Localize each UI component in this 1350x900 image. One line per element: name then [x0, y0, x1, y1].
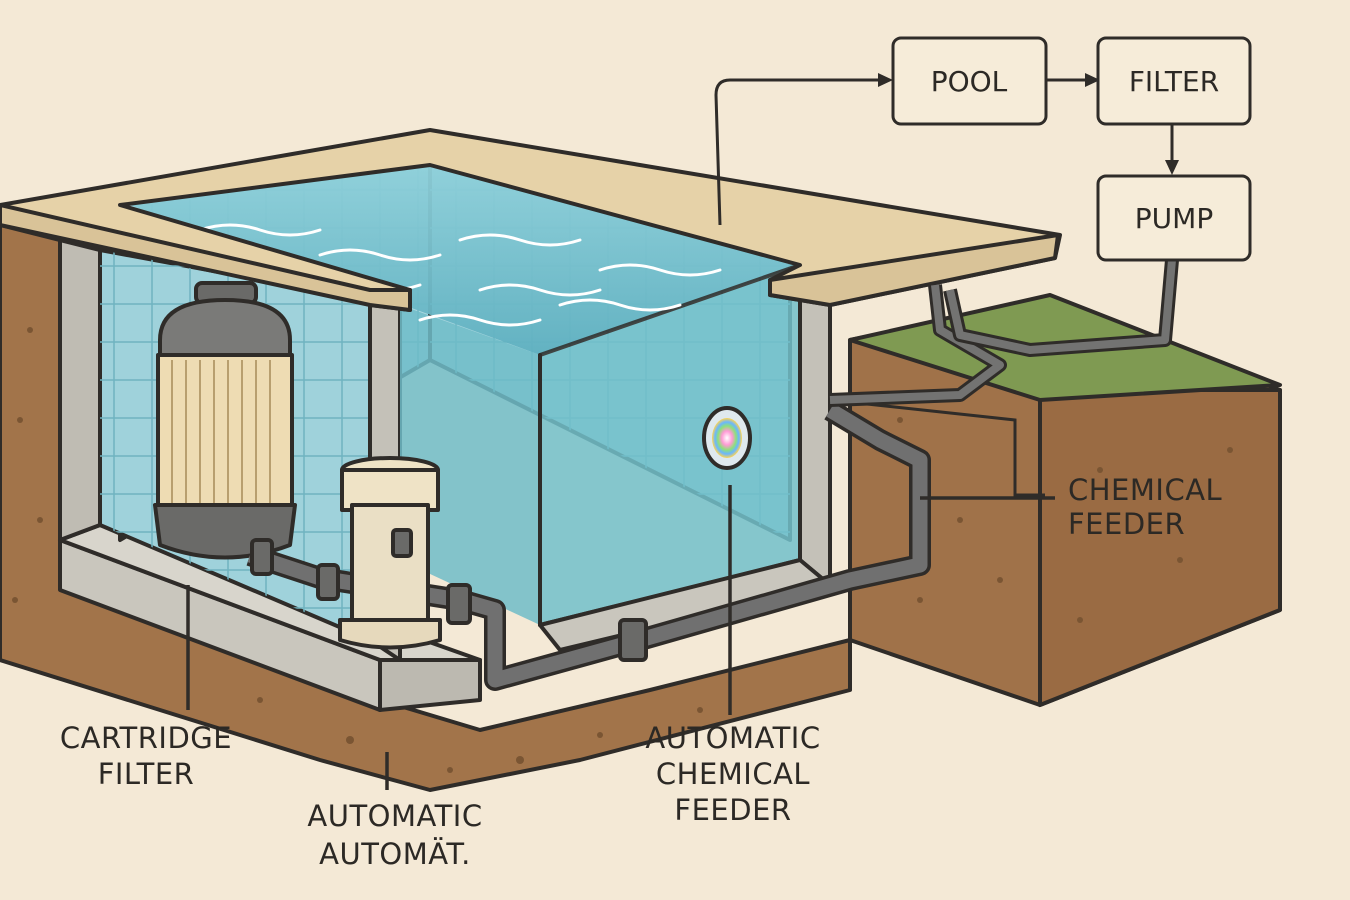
callout-lines: [186, 485, 1055, 790]
label-automatic-line1: AUTOMATIC: [307, 799, 482, 833]
cartridge-filter-tank: [153, 281, 297, 560]
label-cartridge-line2: FILTER: [98, 757, 195, 791]
flow-filter-label: FILTER: [1129, 65, 1219, 98]
pool-coping: [0, 128, 1062, 312]
flow-box-filter: [1096, 36, 1252, 126]
flow-pump-label: PUMP: [1135, 202, 1213, 235]
pool-light: [702, 406, 752, 470]
label-acf-line1: AUTOMATIC: [645, 721, 820, 755]
flow-chart: POOL FILTER PUMP: [714, 36, 1252, 262]
pool-water: [130, 165, 802, 627]
label-chemical-feeder-line1: CHEMICAL: [1068, 473, 1222, 507]
label-cartridge-line1: CARTRIDGE: [60, 721, 232, 755]
label-chemical-feeder-line2: FEEDER: [1068, 507, 1185, 541]
label-acf-line3: FEEDER: [674, 793, 791, 827]
label-acf-line2: CHEMICAL: [656, 757, 810, 791]
automatic-feeder-canister: [338, 456, 442, 650]
soil-block-right: [848, 293, 1282, 707]
diagram-labels: CARTRIDGE FILTER AUTOMATIC AUTOMÄT. AUTO…: [60, 473, 1222, 871]
flow-box-pump: [1096, 174, 1252, 262]
flow-pool-label: POOL: [931, 65, 1008, 98]
label-automatic-line2: AUTOMÄT.: [319, 837, 471, 871]
flow-box-pool: [891, 36, 1048, 126]
